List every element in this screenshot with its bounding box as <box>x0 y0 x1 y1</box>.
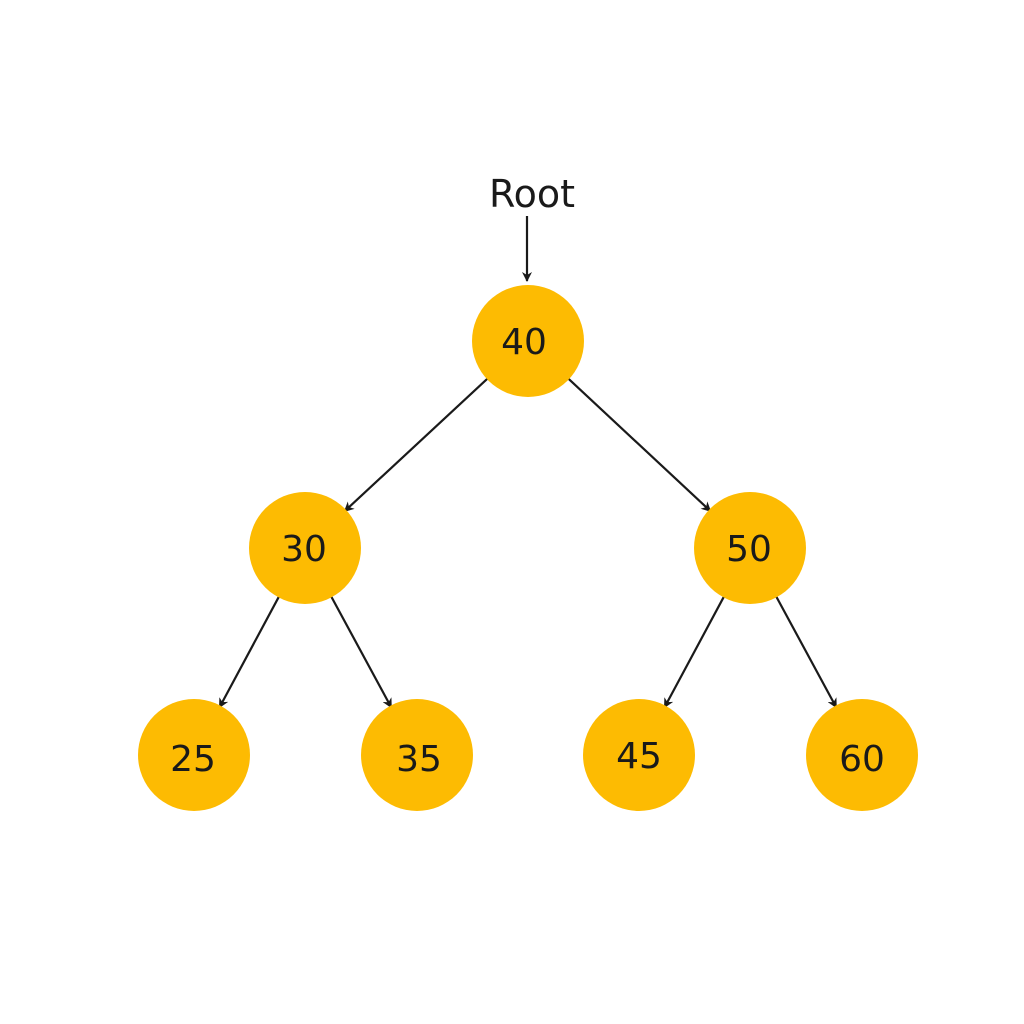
node-circle <box>583 699 695 811</box>
tree-node-40: 40 <box>472 285 584 397</box>
node-circle <box>249 492 361 604</box>
edge-arrow <box>663 591 728 709</box>
node-circle <box>138 699 250 811</box>
node-label: 35 <box>396 739 442 780</box>
node-label: 45 <box>616 736 662 777</box>
node-circle <box>472 285 584 397</box>
edge-arrow <box>218 591 283 709</box>
node-label: 40 <box>501 322 547 363</box>
tree-node-25: 25 <box>138 699 250 811</box>
node-circle <box>361 699 473 811</box>
node-label: 50 <box>726 529 772 570</box>
edge-arrow <box>772 591 838 709</box>
nodes-layer: 40 30 50 25 35 45 60 <box>138 285 918 811</box>
edge-arrow <box>563 374 712 512</box>
tree-node-50: 50 <box>694 492 806 604</box>
tree-node-60: 60 <box>806 699 918 811</box>
node-circle <box>806 699 918 811</box>
node-label: 25 <box>170 739 216 780</box>
node-label: 30 <box>281 529 327 570</box>
node-label: 60 <box>839 739 885 780</box>
edge-arrow <box>327 591 393 709</box>
tree-node-45: 45 <box>583 699 695 811</box>
edge-arrow <box>343 374 493 513</box>
tree-node-35: 35 <box>361 699 473 811</box>
root-label: Root <box>489 172 575 216</box>
tree-node-30: 30 <box>249 492 361 604</box>
node-circle <box>694 492 806 604</box>
edges-layer <box>218 216 838 709</box>
